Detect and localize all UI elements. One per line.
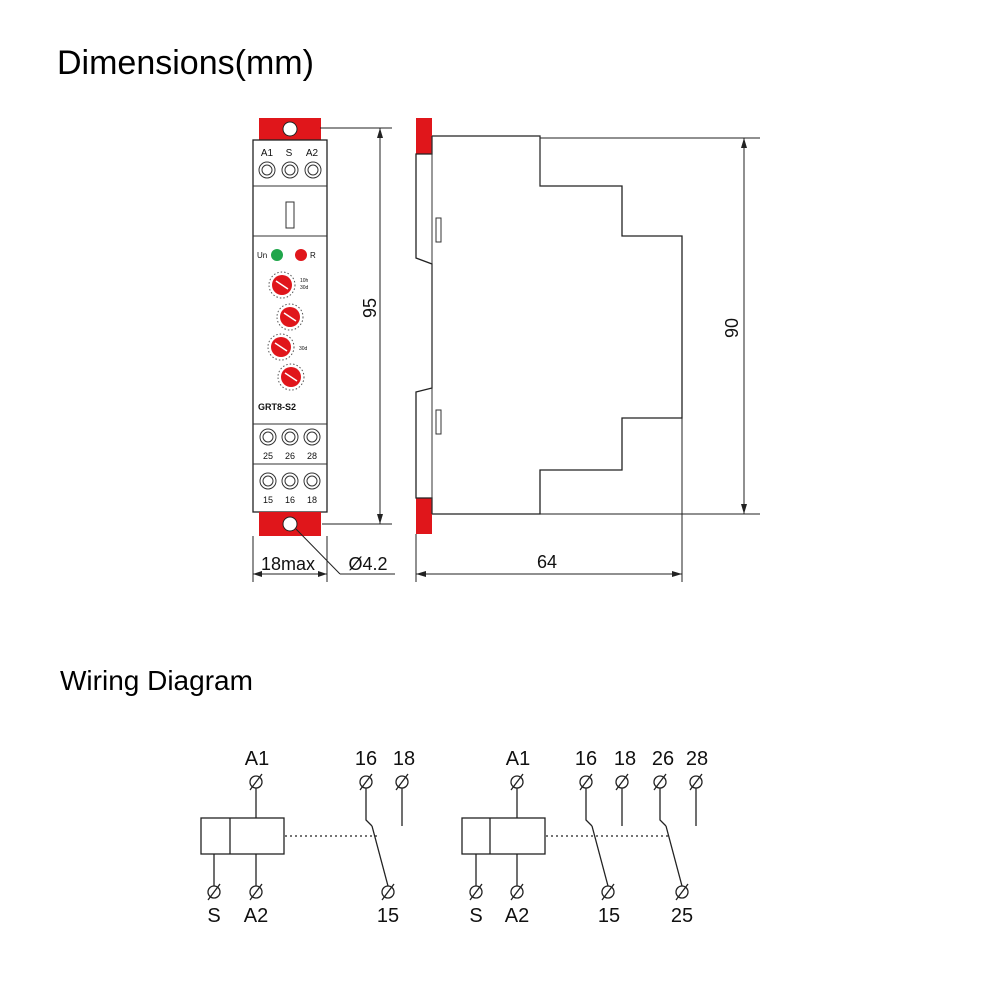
screw-icon-inner [307, 164, 319, 176]
screw-icon [304, 161, 322, 179]
screw-icon [281, 428, 299, 446]
top-mounting-hole [282, 121, 298, 137]
wiring-diagram-title: Wiring Diagram [60, 665, 253, 696]
screw-icon [303, 428, 321, 446]
terminal-symbol-icon [653, 773, 667, 791]
screw-icon [259, 428, 277, 446]
screw-icon-inner [284, 164, 296, 176]
screw-icon-inner [262, 431, 274, 443]
time-range-knob-1: 10h 30d [268, 271, 309, 299]
nc-contact [365, 788, 373, 827]
terminal-label-a1: A1 [261, 148, 274, 159]
dimensions-title: Dimensions(mm) [57, 44, 314, 82]
hole-leader-line [295, 528, 341, 575]
wiring-diagram-right: A1 S A2 16 18 26 28 15 25 [461, 748, 708, 927]
screw-icon [259, 472, 277, 490]
terminal-label-a2: A2 [306, 148, 319, 159]
led-label-r: R [310, 251, 316, 260]
label-slot [285, 201, 295, 229]
relay-led-icon [295, 249, 307, 261]
contact-terminal-28: 28 [686, 748, 708, 770]
time-range-knob-2: 30d [267, 333, 308, 361]
bottom-mounting-hole [282, 516, 298, 532]
side-slot [435, 217, 442, 243]
contact-terminal-25: 25 [671, 905, 693, 927]
contact-terminal-16: 16 [575, 748, 597, 770]
terminal-label-16: 16 [285, 495, 295, 505]
contact-terminal-18: 18 [393, 748, 415, 770]
side-bottom-clip [416, 498, 432, 534]
side-top-clip [416, 118, 432, 154]
svg-text:30d: 30d [300, 285, 309, 291]
coil-terminal-a2: A2 [244, 905, 268, 927]
terminal-symbol-icon [359, 773, 373, 791]
time-value-knob-1 [276, 303, 304, 331]
terminal-symbol-icon [395, 773, 409, 791]
terminal-symbol-icon [579, 773, 593, 791]
screw-icon-inner [306, 475, 318, 487]
nc-contact [659, 788, 667, 827]
coil-terminal-s: S [469, 905, 482, 927]
wiring-diagram-left: A1 S A2 16 18 15 [200, 748, 415, 927]
width-18max-label: 18max [261, 554, 315, 574]
side-slot [435, 409, 442, 435]
screw-icon-inner [262, 475, 274, 487]
nc-contact [585, 788, 593, 827]
screw-icon-inner [261, 164, 273, 176]
terminal-label-15: 15 [263, 495, 273, 505]
coil-terminal-a2: A2 [505, 905, 529, 927]
screw-icon-inner [306, 431, 318, 443]
terminal-label-25: 25 [263, 451, 273, 461]
contact-terminal-26: 26 [652, 748, 674, 770]
terminal-symbol-icon [249, 773, 263, 791]
contact-terminal-18: 18 [614, 748, 636, 770]
terminal-symbol-icon [510, 773, 524, 791]
contact-terminal-15: 15 [377, 905, 399, 927]
terminal-label-26: 26 [285, 451, 295, 461]
terminal-symbol-icon [601, 883, 615, 901]
terminal-symbol-icon [469, 883, 483, 901]
changeover-switch-arm [371, 825, 389, 887]
terminal-symbol-icon [510, 883, 524, 901]
terminal-symbol-icon [207, 883, 221, 901]
time-value-knob-2 [277, 363, 305, 391]
terminal-symbol-icon [381, 883, 395, 901]
terminal-label-s: S [286, 148, 293, 159]
screw-icon [281, 161, 299, 179]
terminal-label-18: 18 [307, 495, 317, 505]
screw-icon [281, 472, 299, 490]
screw-icon-inner [284, 475, 296, 487]
terminal-symbol-icon [689, 773, 703, 791]
side-height-90-label: 90 [722, 318, 742, 338]
coil-terminal-s: S [207, 905, 220, 927]
side-profile-outline [415, 135, 683, 515]
side-view: 90 64 [415, 118, 760, 582]
changeover-switch-arm [665, 825, 683, 887]
changeover-switch-arm [591, 825, 609, 887]
svg-text:30d: 30d [299, 346, 308, 352]
led-label-un: Un [257, 251, 267, 260]
coil-terminal-a1: A1 [245, 748, 269, 770]
depth-64-label: 64 [537, 552, 557, 572]
screw-icon [303, 472, 321, 490]
coil-terminal-a1: A1 [506, 748, 530, 770]
power-led-icon [271, 249, 283, 261]
terminal-symbol-icon [675, 883, 689, 901]
contact-terminal-15: 15 [598, 905, 620, 927]
screw-icon-inner [284, 431, 296, 443]
terminal-symbol-icon [615, 773, 629, 791]
terminal-symbol-icon [249, 883, 263, 901]
terminal-label-28: 28 [307, 451, 317, 461]
coil-icon [200, 817, 285, 855]
model-label: GRT8-S2 [258, 402, 296, 412]
coil-icon [461, 817, 546, 855]
height-95-label: 95 [360, 298, 380, 318]
svg-text:10h: 10h [300, 278, 309, 284]
contact-terminal-16: 16 [355, 748, 377, 770]
front-view: A1 S A2 Un R 10h 30d [252, 118, 395, 582]
hole-diameter-label: Ø4.2 [348, 554, 387, 574]
screw-icon [258, 161, 276, 179]
